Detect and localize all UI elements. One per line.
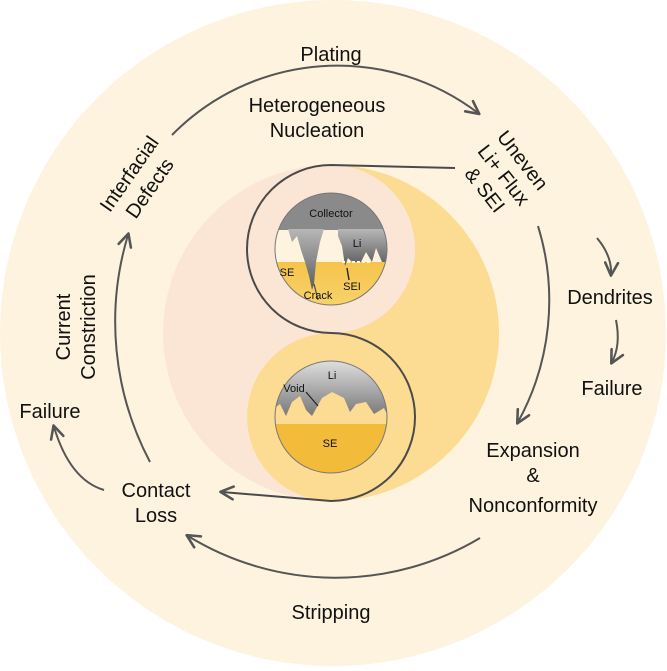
failure-left-arrow <box>49 424 105 491</box>
stripping-label: Stripping <box>292 602 371 624</box>
li-dendrite-left <box>275 229 324 290</box>
current-constriction-label: Current Constriction <box>53 274 100 380</box>
sei-pointer <box>346 267 350 281</box>
dendrites-label: Dendrites <box>567 287 653 309</box>
contact-loss-line1: Contact <box>122 480 191 502</box>
inset-collector-label: Collector <box>309 208 353 220</box>
expansion-label-line3: Nonconformity <box>469 495 598 517</box>
plating-inset-border <box>274 192 388 306</box>
void-pointer <box>305 391 319 407</box>
inset-sei-label: SEI <box>343 281 361 293</box>
plating-inset <box>275 193 387 305</box>
inset-se-label-bottom: SE <box>323 438 338 450</box>
contact-loss-line2: Loss <box>135 505 177 527</box>
dendrites-arrow <box>596 237 620 277</box>
nucleation-label-line1: Heterogeneous <box>249 95 386 117</box>
inset-void-label: Void <box>283 383 304 395</box>
left-up-arc <box>114 232 151 463</box>
crack-line <box>313 283 319 301</box>
inset-li-label: Li <box>353 238 362 250</box>
expansion-label-line2: & <box>526 465 540 487</box>
right-down-arc <box>515 225 551 425</box>
inset-li-label-bottom: Li <box>328 370 337 382</box>
s-curve-line <box>219 163 456 503</box>
svg-text:Constriction: Constriction <box>78 274 100 380</box>
void-pocket <box>275 392 387 424</box>
inset-crack-label: Crack <box>304 290 333 302</box>
stripping-arc <box>185 533 481 579</box>
failure-right-label: Failure <box>581 378 642 400</box>
plating-label: Plating <box>300 44 361 66</box>
svg-text:Current: Current <box>53 293 75 360</box>
stripping-inset-border <box>274 360 388 474</box>
plating-arc <box>171 64 481 136</box>
failure-left-label: Failure <box>19 401 80 423</box>
inset-se-label: SE <box>280 267 295 279</box>
expansion-label-line1: Expansion <box>486 440 579 462</box>
nucleation-label-line2: Nucleation <box>270 120 365 142</box>
stripping-inset <box>275 361 387 473</box>
li-deposit-right <box>338 229 387 266</box>
failure-right-arrow <box>609 319 625 365</box>
